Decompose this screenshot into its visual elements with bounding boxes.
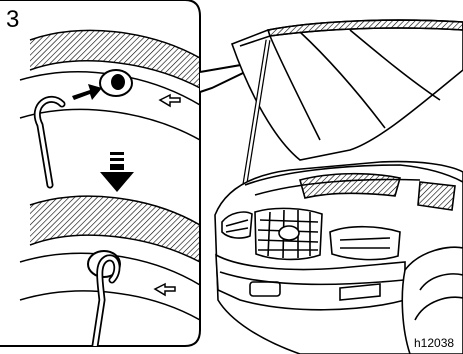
hood-hole-detail xyxy=(20,30,200,185)
right-headlight xyxy=(330,227,400,260)
panel-arrow-icon xyxy=(160,95,180,106)
step-number: 3 xyxy=(6,6,19,34)
insert-arrow-icon xyxy=(72,84,102,100)
image-code: h12038 xyxy=(414,335,454,351)
down-arrow-icon xyxy=(100,152,134,192)
emblem-icon xyxy=(279,226,299,240)
vehicle-open-hood xyxy=(215,20,463,354)
rod-inserted-detail xyxy=(20,196,200,346)
